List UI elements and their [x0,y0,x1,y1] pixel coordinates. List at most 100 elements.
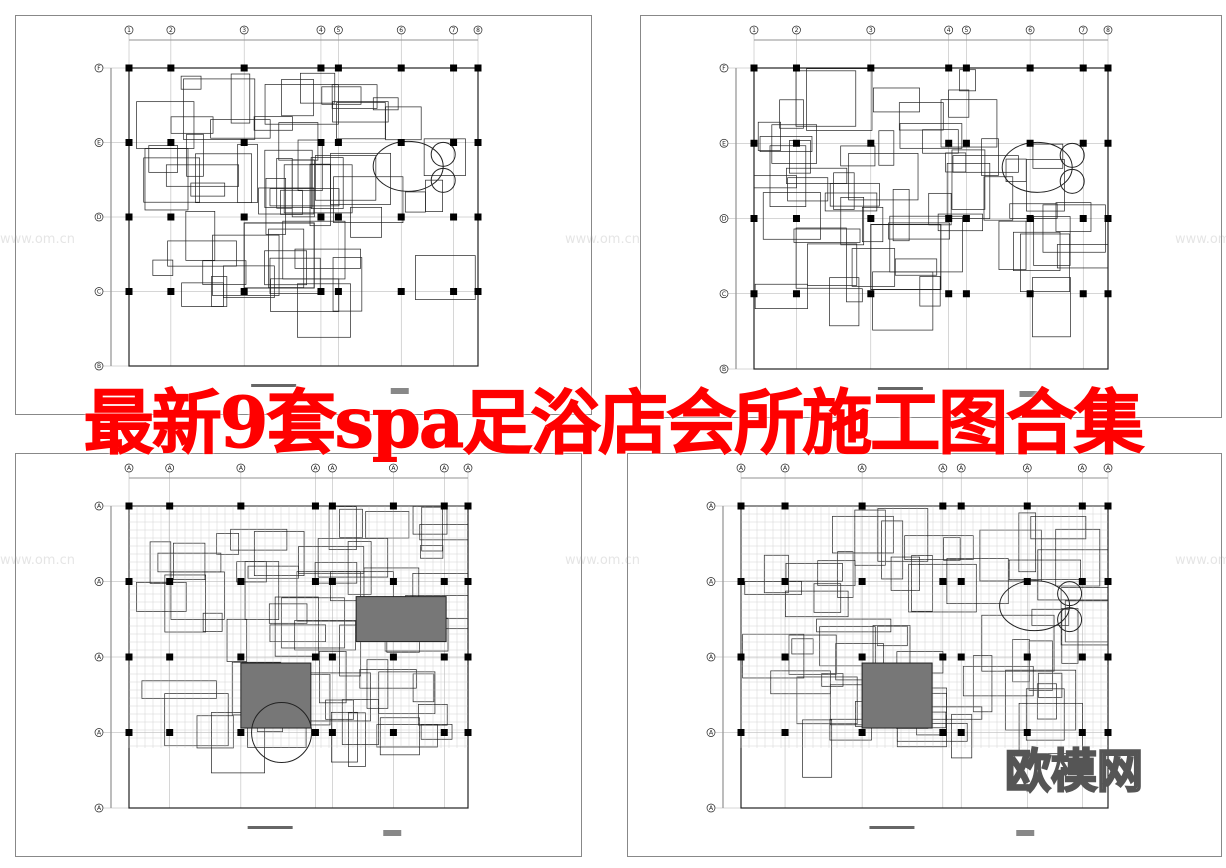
room [379,717,420,756]
axis-row-label: C [722,291,726,298]
axis-row-label: A [709,654,714,661]
structural-column [1078,578,1086,585]
structural-column [1104,215,1112,222]
room [943,537,961,561]
room [211,276,228,307]
structural-column [474,288,482,295]
room [185,210,216,261]
axis-col-marker [1078,25,1088,35]
room [888,222,950,240]
axis-row-marker [719,63,729,73]
room [1013,231,1061,271]
structural-column [125,64,133,72]
structural-column [440,578,448,585]
room [331,711,358,763]
axis-row-label: D [722,216,727,223]
room [972,655,993,713]
room [325,699,354,720]
structural-column [1079,215,1087,222]
structural-column [166,502,174,510]
room [899,123,963,149]
structural-column [1078,729,1086,736]
watermark: www.om.cn [0,232,75,247]
room [298,546,365,574]
structural-column [1078,653,1086,661]
axis-col-label: 3 [242,27,246,34]
room [795,70,857,127]
axis-col-label: 3 [869,27,873,34]
room [802,719,833,778]
room [321,86,362,105]
structural-column [1023,502,1031,510]
structural-column [125,578,133,585]
axis-col-marker [449,25,458,35]
structural-column [867,64,875,72]
axis-row-label: B [97,363,101,370]
room [851,248,896,287]
structural-column [1104,290,1112,298]
structural-column [311,578,319,585]
structural-column [317,288,325,295]
room [264,149,313,208]
room [779,99,804,129]
axis-col-label: A [330,465,335,472]
structural-column [1104,502,1112,510]
room [339,508,363,538]
structural-column [474,139,482,146]
room [319,651,347,704]
drawing-caption [869,826,915,829]
axis-row-marker [94,212,104,222]
room [1037,549,1109,601]
structural-column [1104,64,1112,72]
structural-column [737,653,745,661]
room [848,153,919,201]
axis-col-label: 7 [1081,27,1085,34]
room [911,555,933,612]
structural-column [440,729,448,736]
room [753,175,797,189]
axis-col-marker [166,25,176,35]
room [180,75,202,90]
room [786,167,848,184]
room [230,528,288,551]
room [310,157,344,209]
structural-column [962,139,970,147]
structural-column [440,653,448,661]
room [190,182,226,197]
structural-column [328,653,336,661]
room [1005,669,1077,731]
structural-column [957,502,965,510]
legend-swatch [1019,391,1038,397]
axis-col-label: 5 [336,27,340,34]
room [347,541,372,595]
room [878,130,895,166]
room [237,143,258,203]
room [314,155,377,201]
room [425,179,443,212]
room [165,164,240,187]
axis-col-label: A [127,465,132,472]
room [952,155,1019,173]
room [1020,233,1070,293]
axis-row-label: A [97,579,102,586]
room [872,271,934,331]
structural-column [237,502,245,510]
structural-column [945,290,953,298]
structural-column [167,139,175,146]
structural-column [1026,290,1034,298]
structural-column [962,290,970,298]
room [181,282,224,307]
structural-column [781,653,789,661]
structural-column [237,729,245,736]
room [1028,640,1053,691]
room [873,87,920,113]
watermark: www.om.cn [565,232,640,247]
drawing-caption [877,387,923,390]
room [757,121,781,151]
room [258,187,315,215]
room [183,78,256,140]
room [846,288,863,303]
axis-col-marker [938,463,948,473]
